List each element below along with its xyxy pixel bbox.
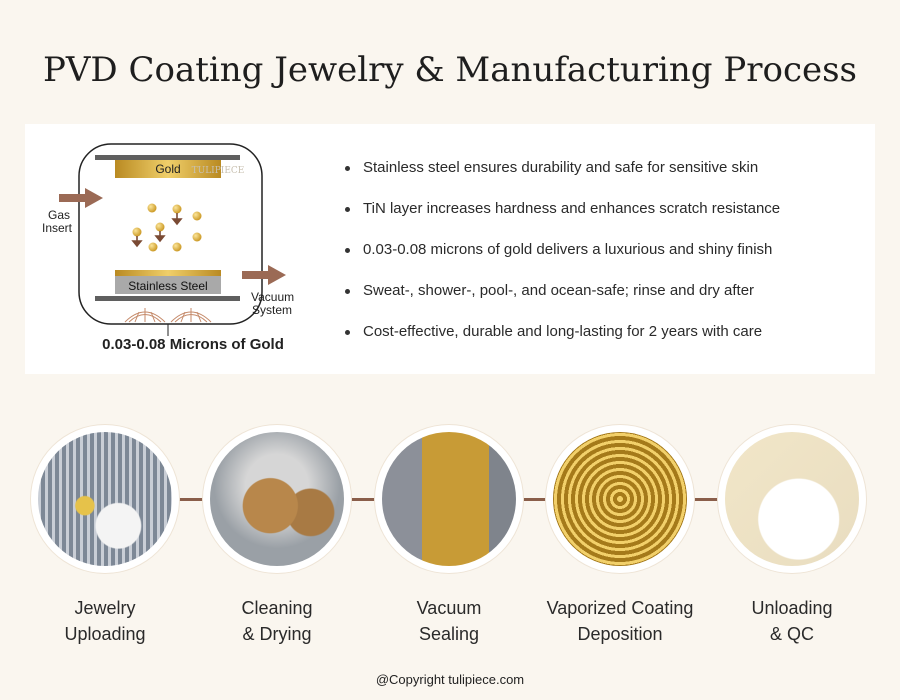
- gas-label-line1: Gas: [48, 208, 70, 222]
- gas-label-line2: Insert: [42, 221, 73, 235]
- gold-layer: [115, 270, 221, 276]
- copyright-footer: @Copyright tulipiece.com: [375, 672, 525, 687]
- pvd-chamber-svg: Gold TULIPIECE Stainless Steel: [42, 143, 294, 336]
- pvd-chamber-diagram: Gold TULIPIECE Stainless Steel: [25, 124, 345, 374]
- heater-glow: [124, 308, 212, 323]
- chamber-outline: [78, 143, 263, 325]
- pvd-info-card: Gold TULIPIECE Stainless Steel: [25, 124, 875, 374]
- gold-target-label: Gold: [155, 162, 180, 176]
- top-plate: [95, 155, 240, 160]
- steel-substrate: [115, 276, 221, 294]
- gas-insert-arrow-icon: [59, 188, 103, 208]
- step-photo-jewelry-uploading: [31, 425, 179, 573]
- benefits-list: Stainless steel ensures durability and s…: [345, 158, 780, 363]
- vacuum-label-line2: System: [252, 303, 292, 317]
- benefit-item: 0.03-0.08 microns of gold delivers a lux…: [345, 240, 780, 281]
- gold-particles: [132, 203, 202, 252]
- watermark-text: TULIPIECE: [192, 166, 245, 176]
- bottom-plate: [95, 296, 240, 301]
- step-photo-unloading-qc: [718, 425, 866, 573]
- step-photo-vacuum-sealing: [375, 425, 523, 573]
- benefit-item: Stainless steel ensures durability and s…: [345, 158, 780, 199]
- substrate-label: Stainless Steel: [128, 279, 207, 293]
- page-title: PVD Coating Jewelry & Manufacturing Proc…: [42, 50, 858, 90]
- step-photo-vaporized-coating: [546, 425, 694, 573]
- benefit-item: Sweat-, shower-, pool-, and ocean-safe; …: [345, 281, 780, 322]
- benefit-item: TiN layer increases hardness and enhance…: [345, 199, 780, 240]
- gold-thickness-caption: 0.03-0.08 Microns of Gold: [102, 336, 284, 353]
- benefit-item: Cost-effective, durable and long-lasting…: [345, 322, 780, 363]
- step-label-2: Cleaning& Drying: [241, 598, 313, 644]
- vacuum-system-arrow-icon: [242, 265, 286, 285]
- step-label-5: Unloading& QC: [751, 598, 833, 644]
- step-photo-cleaning-drying: [203, 425, 351, 573]
- gold-target: [115, 160, 221, 178]
- particle-arrows: [131, 213, 183, 248]
- vacuum-label-line1: Vacuum: [251, 290, 294, 304]
